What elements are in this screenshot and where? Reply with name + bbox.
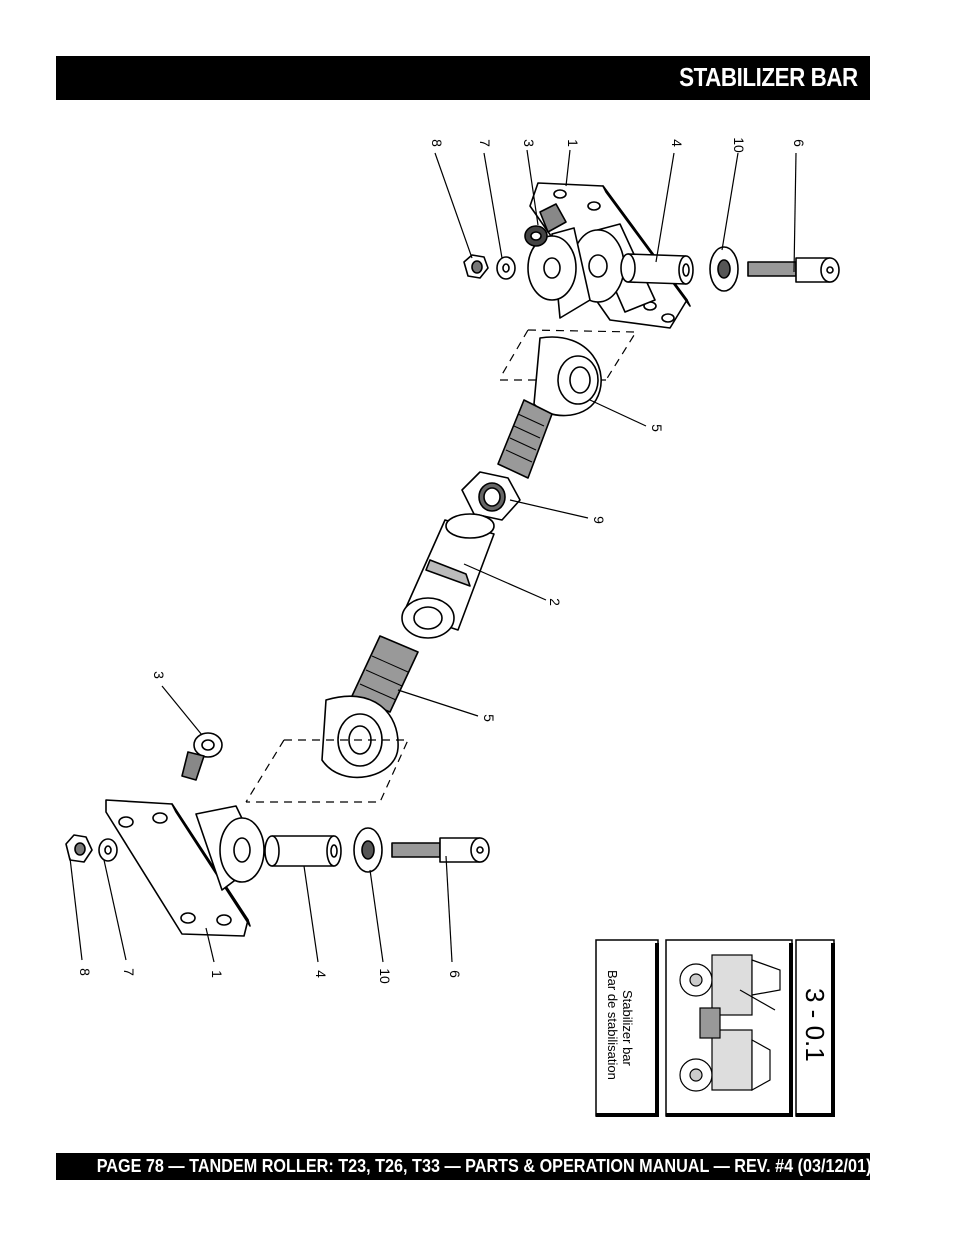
rod-end-5-top <box>497 336 602 479</box>
clevis-top <box>527 223 656 319</box>
callout-bot-1: 1 <box>209 970 225 978</box>
bolt-6-bottom <box>391 837 490 863</box>
spacer-4-top <box>620 253 694 285</box>
callout-top-8: 8 <box>429 139 445 147</box>
callout-top-1: 1 <box>565 139 581 147</box>
hex-nut-9 <box>461 471 521 521</box>
footer-bar: PAGE 78 — TANDEM ROLLER: T23, T26, T33 —… <box>56 1153 872 1180</box>
spacer-4-bottom <box>264 835 342 867</box>
bolt-6-top <box>747 257 840 283</box>
machine-thumbnail <box>665 939 793 1117</box>
callout-bot-10: 10 <box>377 968 393 984</box>
callout-mid-3: 3 <box>151 671 167 679</box>
rod-end-5-bottom <box>321 635 419 779</box>
callout-top-7: 7 <box>477 139 493 147</box>
header-bar: STABILIZER BAR <box>56 56 870 100</box>
nut-8-top <box>463 254 489 279</box>
ref-label-en: Stabilizer bar <box>620 990 635 1067</box>
ref-label-fr: Bar de stabilisation <box>605 970 620 1080</box>
page-title: STABILIZER BAR <box>679 62 858 92</box>
clevis-bottom <box>195 805 265 891</box>
callout-bot-7: 7 <box>121 968 137 976</box>
callout-mid-9: 9 <box>591 516 607 524</box>
callout-mid-2: 2 <box>547 598 563 606</box>
washer-10-top <box>709 246 739 292</box>
explode-lines-bottom <box>245 739 409 803</box>
callout-bot-4: 4 <box>313 970 329 978</box>
leader-lines <box>69 149 797 963</box>
tube-2 <box>401 513 495 639</box>
callout-mid-5a: 5 <box>649 424 665 432</box>
callout-top-6: 6 <box>791 139 807 147</box>
ref-section-number: 3 - 0.1 <box>800 988 830 1062</box>
bolt-3-top <box>524 203 567 247</box>
bolt-3-bottom <box>181 732 223 781</box>
callout-mid-5b: 5 <box>481 714 497 722</box>
callout-top-4: 4 <box>669 139 685 147</box>
callout-bot-8: 8 <box>77 968 93 976</box>
bracket-plate-bottom <box>105 799 251 937</box>
washer-10-bottom <box>353 827 383 873</box>
footer-text: PAGE 78 — TANDEM ROLLER: T23, T26, T33 —… <box>96 1156 872 1176</box>
callout-top-10: 10 <box>731 137 747 153</box>
callout-top-3: 3 <box>521 139 537 147</box>
nut-8-bottom <box>65 834 93 863</box>
reference-box: Stabilizer bar Bar de stabilisation 3 - … <box>595 939 835 1117</box>
callout-labels: 8 7 3 1 4 10 6 5 9 2 5 3 8 7 1 4 10 6 <box>77 137 807 984</box>
callout-bot-6: 6 <box>447 970 463 978</box>
